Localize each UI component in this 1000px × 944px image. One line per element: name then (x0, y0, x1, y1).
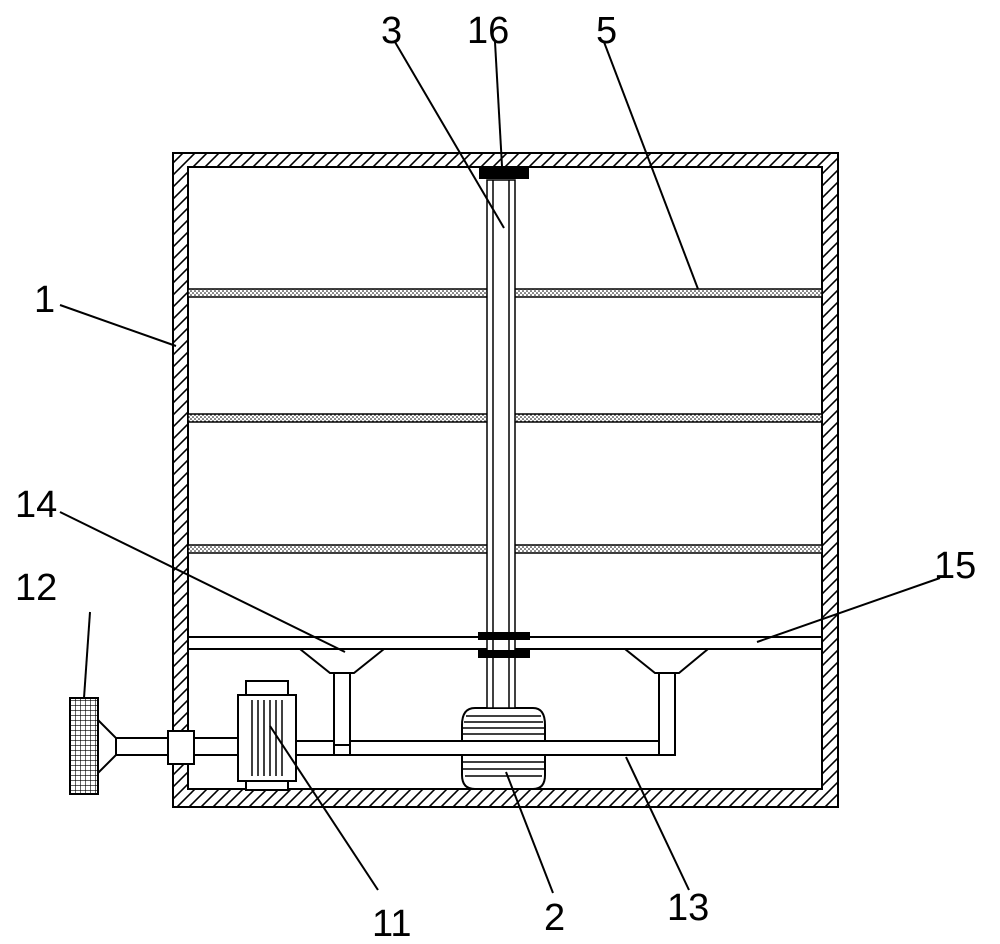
label-5: 5 (596, 10, 617, 52)
motor (461, 707, 546, 790)
labels: 1 3 16 5 14 15 12 11 2 13 (15, 10, 976, 944)
bearing-mid-upper (478, 632, 530, 640)
bearing-mid-lower (478, 650, 530, 658)
bearing-top (479, 166, 529, 179)
rotating-shaft (486, 179, 516, 709)
label-3: 3 (381, 10, 402, 52)
pipe-coupling (167, 730, 195, 765)
housing (172, 152, 839, 808)
pump (237, 680, 297, 791)
hopper-left (297, 648, 387, 746)
label-15: 15 (934, 545, 976, 587)
label-14: 14 (15, 484, 57, 526)
filter-cap (69, 697, 99, 795)
label-2: 2 (544, 897, 565, 939)
label-11: 11 (372, 903, 411, 944)
bearings (478, 166, 530, 658)
label-12: 12 (15, 567, 57, 609)
hopper-right (622, 648, 711, 756)
outlet-pipe (97, 717, 241, 776)
leader-lines (59, 41, 941, 894)
label-1: 1 (34, 279, 55, 321)
label-16: 16 (467, 10, 509, 52)
label-13: 13 (667, 887, 709, 929)
